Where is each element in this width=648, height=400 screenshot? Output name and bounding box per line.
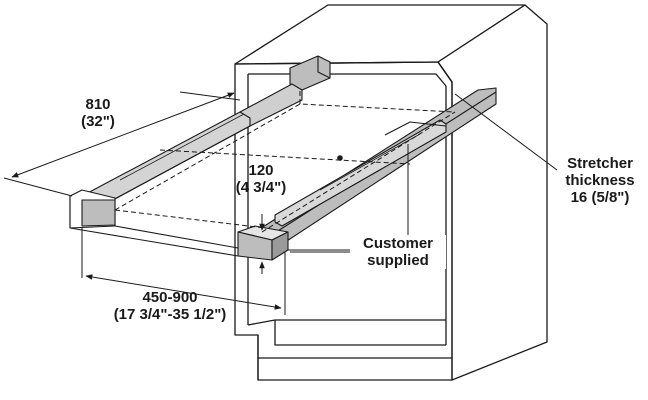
dimension-810: [3, 91, 241, 197]
dim-120-label: 120 (4 3/4"): [226, 162, 296, 196]
dimension-450-900: [81, 228, 286, 315]
stretcher-line1: Stretcher: [567, 155, 633, 172]
dim-450-900-mm: 450-900: [142, 289, 198, 306]
front-beam: [69, 196, 239, 257]
dim-810-mm: 810: [85, 96, 111, 113]
stretcher-line3: 16 (5/8"): [570, 189, 630, 206]
dim-120-mm: 120: [248, 162, 274, 179]
cabinet-base: [257, 335, 452, 380]
front-slide-rail: [274, 119, 447, 227]
cabinet-right-side: [437, 4, 548, 381]
dim-810-inch: (32"): [81, 113, 115, 130]
leader-stretcher: [454, 93, 558, 171]
front-left-block: [69, 189, 116, 229]
customer-supplied-line2: supplied: [367, 252, 429, 269]
center-dot: [337, 155, 343, 161]
dim-450-900-label: 450-900 (17 3/4"-35 1/2"): [80, 289, 260, 323]
dim-810-label: 810 (32"): [68, 96, 128, 130]
stretcher-line2: thickness: [565, 172, 635, 189]
cabinet-front: [234, 61, 453, 381]
rear-rail-assembly: [239, 55, 331, 127]
customer-supplied-label: Customer supplied: [350, 235, 446, 269]
customer-supplied-line1: Customer: [362, 235, 433, 252]
dim-120-inch: (4 3/4"): [235, 179, 287, 196]
dim-450-900-inch: (17 3/4"-35 1/2"): [113, 306, 227, 323]
stretcher-thickness-label: Stretcher thickness 16 (5/8"): [553, 155, 647, 206]
